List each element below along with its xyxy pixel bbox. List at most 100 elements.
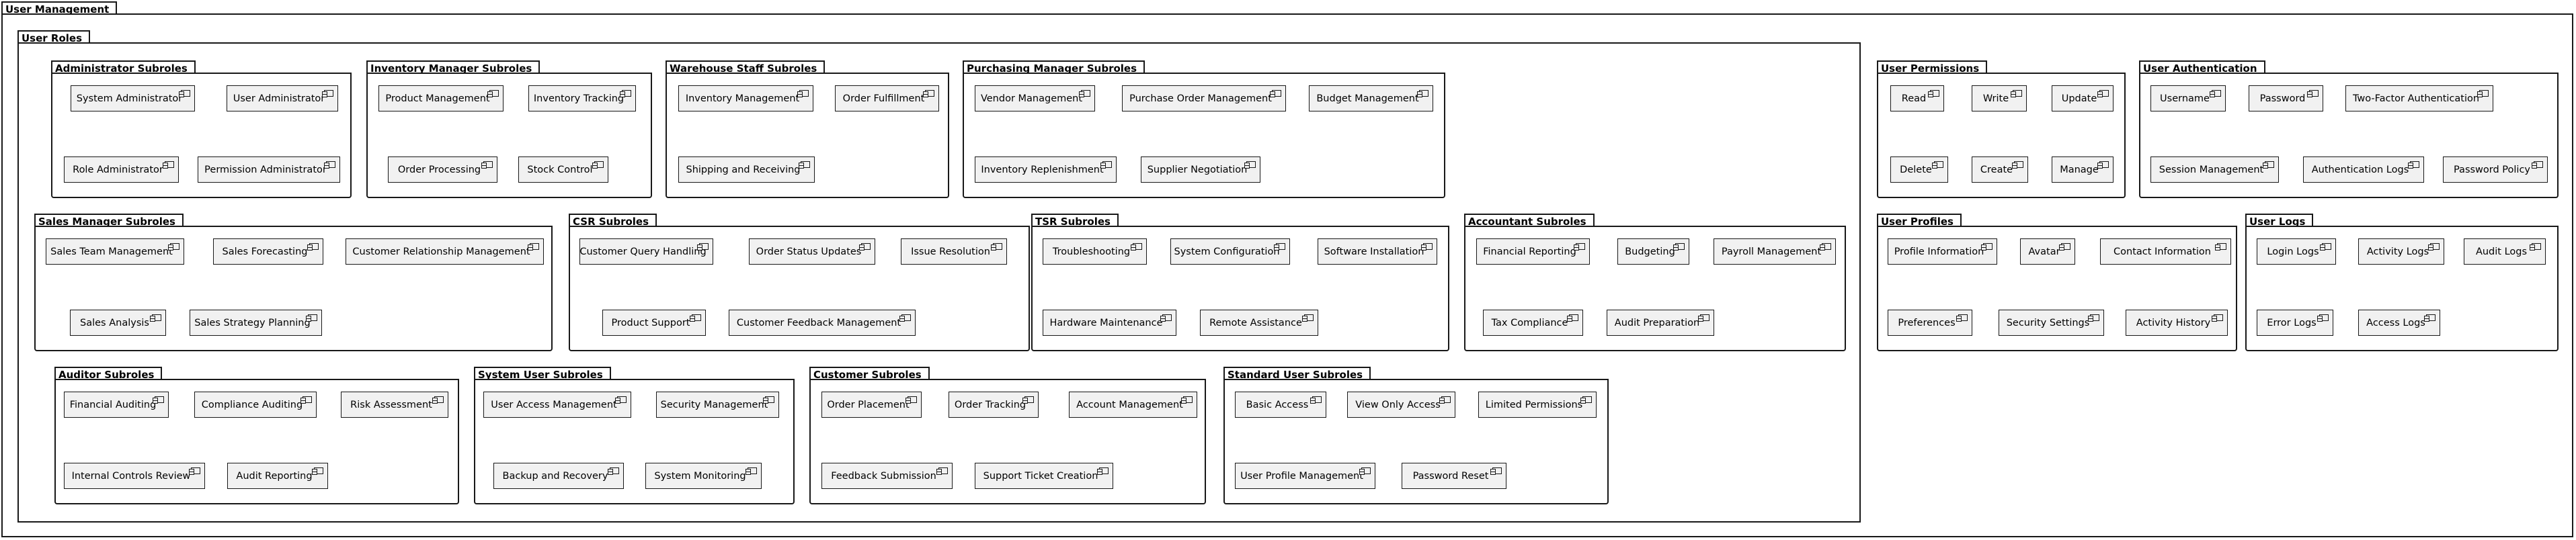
component-sales-analysis[interactable]: Sales Analysis	[70, 310, 166, 336]
component-login-logs[interactable]: Login Logs	[2257, 238, 2336, 265]
component-label: Login Logs	[2267, 246, 2319, 257]
component-payroll-management[interactable]: Payroll Management	[1714, 238, 1836, 265]
component-sales-forecasting[interactable]: Sales Forecasting	[213, 238, 323, 265]
component-order-processing[interactable]: Order Processing	[388, 156, 497, 183]
component-hardware-maintenance[interactable]: Hardware Maintenance	[1043, 310, 1176, 336]
component-username[interactable]: Username	[2150, 85, 2226, 111]
component-password[interactable]: Password	[2249, 85, 2323, 111]
component-label: Password Policy	[2453, 164, 2531, 175]
component-error-logs[interactable]: Error Logs	[2257, 310, 2333, 336]
csr-subroles-package: CSR Subroles	[569, 214, 1030, 351]
component-view-only-access[interactable]: View Only Access	[1347, 392, 1455, 418]
component-label: Stock Control	[527, 164, 593, 175]
component-internal-controls-review[interactable]: Internal Controls Review	[64, 463, 205, 489]
component-risk-assessment[interactable]: Risk Assessment	[341, 392, 448, 418]
component-update[interactable]: Update	[2052, 85, 2114, 111]
component-order-status-updates[interactable]: Order Status Updates	[749, 238, 875, 265]
component-customer-feedback-management[interactable]: Customer Feedback Management	[729, 310, 916, 336]
component-label: Sales Team Management	[50, 246, 173, 257]
component-inventory-tracking[interactable]: Inventory Tracking	[528, 85, 636, 111]
component-user-administrator[interactable]: User Administrator	[227, 85, 338, 111]
component-delete[interactable]: Delete	[1890, 156, 1948, 183]
component-sales-team-management[interactable]: Sales Team Management	[46, 238, 184, 265]
component-security-settings[interactable]: Security Settings	[1999, 310, 2104, 336]
component-product-management[interactable]: Product Management	[378, 85, 504, 111]
component-write[interactable]: Write	[1972, 85, 2027, 111]
component-label: Update	[2061, 93, 2097, 104]
component-session-management[interactable]: Session Management	[2150, 156, 2279, 183]
component-user-access-management[interactable]: User Access Management	[483, 392, 631, 418]
package-title: Auditor Subroles	[54, 367, 163, 381]
component-profile-information[interactable]: Profile Information	[1888, 238, 1997, 265]
component-label: Manage	[2060, 164, 2099, 175]
component-stock-control[interactable]: Stock Control	[518, 156, 608, 183]
component-audit-preparation[interactable]: Audit Preparation	[1607, 310, 1714, 336]
component-troubleshooting[interactable]: Troubleshooting	[1043, 238, 1147, 265]
component-compliance-auditing[interactable]: Compliance Auditing	[194, 392, 317, 418]
component-customer-relationship-management[interactable]: Customer Relationship Management	[346, 238, 544, 265]
component-sales-strategy-planning[interactable]: Sales Strategy Planning	[190, 310, 322, 336]
component-audit-reporting[interactable]: Audit Reporting	[227, 463, 328, 489]
package-title: CSR Subroles	[569, 214, 657, 228]
component-product-support[interactable]: Product Support	[602, 310, 706, 336]
component-access-logs[interactable]: Access Logs	[2358, 310, 2440, 336]
component-icon	[746, 467, 757, 475]
component-label: Audit Logs	[2475, 246, 2528, 257]
component-shipping-and-receiving[interactable]: Shipping and Receiving	[678, 156, 815, 183]
component-password-policy[interactable]: Password Policy	[2443, 156, 2548, 183]
component-permission-administrator[interactable]: Permission Administrator	[198, 156, 340, 183]
component-budgeting[interactable]: Budgeting	[1617, 238, 1689, 265]
component-user-profile-management[interactable]: User Profile Management	[1235, 463, 1375, 489]
component-activity-logs[interactable]: Activity Logs	[2358, 238, 2444, 265]
component-issue-resolution[interactable]: Issue Resolution	[901, 238, 1007, 265]
component-financial-reporting[interactable]: Financial Reporting	[1476, 238, 1590, 265]
component-limited-permissions[interactable]: Limited Permissions	[1478, 392, 1597, 418]
component-password-reset[interactable]: Password Reset	[1402, 463, 1506, 489]
component-feedback-submission[interactable]: Feedback Submission	[821, 463, 953, 489]
component-label: Delete	[1900, 164, 1932, 175]
component-vendor-management[interactable]: Vendor Management	[975, 85, 1095, 111]
component-label: Inventory Management	[685, 93, 800, 104]
component-basic-access[interactable]: Basic Access	[1235, 392, 1326, 418]
component-role-administrator[interactable]: Role Administrator	[64, 156, 179, 183]
component-icon	[300, 396, 312, 404]
component-create[interactable]: Create	[1972, 156, 2028, 183]
component-label: Shipping and Receiving	[686, 164, 801, 175]
component-account-management[interactable]: Account Management	[1069, 392, 1197, 418]
component-label: Activity Logs	[2366, 246, 2429, 257]
component-label: Internal Controls Review	[71, 470, 191, 482]
component-read[interactable]: Read	[1890, 85, 1944, 111]
component-customer-query-handling[interactable]: Customer Query Handling	[579, 238, 713, 265]
component-icon	[2424, 314, 2436, 322]
component-manage[interactable]: Manage	[2052, 156, 2114, 183]
package-frame	[569, 226, 1030, 351]
component-inventory-management[interactable]: Inventory Management	[678, 85, 813, 111]
component-financial-auditing[interactable]: Financial Auditing	[64, 392, 169, 418]
component-avatar[interactable]: Avatar	[2020, 238, 2075, 265]
component-inventory-replenishment[interactable]: Inventory Replenishment	[975, 156, 1117, 183]
component-order-tracking[interactable]: Order Tracking	[949, 392, 1039, 418]
package-frame	[474, 379, 795, 504]
component-security-management[interactable]: Security Management	[656, 392, 779, 418]
component-software-installation[interactable]: Software Installation	[1318, 238, 1437, 265]
component-budget-management[interactable]: Budget Management	[1309, 85, 1433, 111]
component-preferences[interactable]: Preferences	[1888, 310, 1972, 336]
package-frame	[17, 42, 1861, 523]
component-system-monitoring[interactable]: System Monitoring	[645, 463, 762, 489]
component-support-ticket-creation[interactable]: Support Ticket Creation	[975, 463, 1113, 489]
component-order-fulfillment[interactable]: Order Fulfillment	[835, 85, 939, 111]
administrator-subroles-package: Administrator Subroles	[51, 60, 352, 198]
component-supplier-negotiation[interactable]: Supplier Negotiation	[1141, 156, 1260, 183]
component-backup-and-recovery[interactable]: Backup and Recovery	[493, 463, 624, 489]
component-system-configuration[interactable]: System Configuration	[1170, 238, 1290, 265]
component-audit-logs[interactable]: Audit Logs	[2464, 238, 2546, 265]
component-remote-assistance[interactable]: Remote Assistance	[1200, 310, 1318, 336]
component-purchase-order-management[interactable]: Purchase Order Management	[1122, 85, 1286, 111]
component-tax-compliance[interactable]: Tax Compliance	[1483, 310, 1583, 336]
component-contact-information[interactable]: Contact Information	[2100, 238, 2231, 265]
component-authentication-logs[interactable]: Authentication Logs	[2303, 156, 2424, 183]
component-order-placement[interactable]: Order Placement	[821, 392, 922, 418]
component-two-factor-authentication[interactable]: Two-Factor Authentication	[2345, 85, 2493, 111]
component-activity-history[interactable]: Activity History	[2126, 310, 2228, 336]
component-system-administrator[interactable]: System Administrator	[71, 85, 195, 111]
